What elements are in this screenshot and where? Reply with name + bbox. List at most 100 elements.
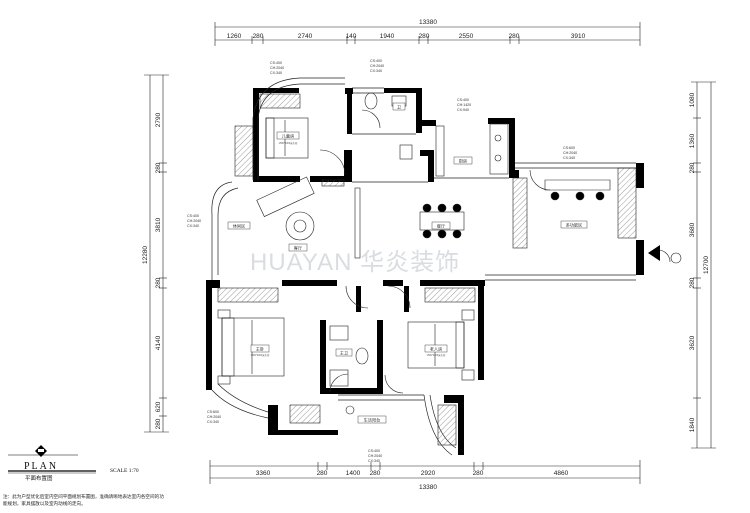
spec-line: CH:2040: [563, 151, 577, 155]
spec-line: CX:940: [457, 108, 469, 112]
dim-left-total: 12280: [142, 246, 149, 264]
room-label-living-right: 多功能区: [566, 222, 583, 229]
balcony-cabinet: [289, 404, 321, 424]
furniture: [217, 92, 671, 415]
spec-line: CX:340: [368, 459, 380, 463]
shelf: [321, 179, 345, 187]
dim-left-seg: 4140: [155, 335, 162, 350]
room-label-balcony: 生活阳台: [364, 417, 381, 424]
room-label-dining: 餐厅: [437, 223, 445, 230]
dim-right-seg: 3620: [689, 335, 696, 350]
dim-top-seg: 1260: [227, 33, 242, 40]
spec-line: CS:400: [370, 59, 382, 63]
cabinet-window: [234, 125, 254, 177]
spec-line: CX:340: [370, 69, 382, 73]
dim-top-seg: 280: [419, 33, 430, 40]
spec-line: CX:340: [207, 420, 219, 424]
spec-line: CH:2040: [207, 415, 221, 419]
spec-line: CS:400: [457, 98, 469, 102]
dim-right-seg: 280: [689, 277, 696, 288]
dim-top-segments: 1260 280 2740 140 1940 280 2550 280 3910: [227, 33, 586, 40]
dim-left-seg: 2790: [155, 112, 162, 127]
wardrobe-master: [217, 287, 279, 303]
dim-top-seg: 280: [253, 33, 264, 40]
notes: 注：此为户型优化后室内空间平面规划布置图，准确请晰地表达室内各空间的功 能规划，…: [3, 493, 164, 507]
room-label-bath-mid: 主卫: [340, 350, 348, 356]
furniture-labels: 1500*2000床头柜 1800*2000床头柜 1500*2000床头柜: [251, 141, 446, 357]
dim-left-seg: 280: [155, 162, 162, 173]
spec-line: CS:600: [207, 410, 219, 414]
spec-line: CX:340: [187, 224, 199, 228]
plan-legend: PLAN 平面布置图 SCALE 1:70: [8, 445, 139, 482]
room-label-living: 客厅: [294, 245, 302, 252]
watermark: HUAYAN 华炎装饰: [250, 249, 460, 276]
tv-cabinet: [354, 187, 361, 259]
spec-line: CX:340: [270, 71, 282, 75]
dim-bottom-total: 13380: [419, 484, 437, 491]
legend-title: PLAN: [24, 461, 58, 472]
note-line: 注：此为户型优化后室内空间平面规划布置图，准确请晰地表达室内各空间的功: [3, 493, 164, 500]
dim-right-seg: 1080: [689, 92, 696, 107]
legend-scale: SCALE 1:70: [110, 468, 139, 474]
dim-right-seg: 280: [689, 162, 696, 173]
spec-line: CS:400: [368, 449, 380, 453]
door-swing: [345, 285, 369, 309]
furniture-label: 1500*2000床头柜: [427, 353, 446, 357]
wardrobe-top: [259, 93, 301, 109]
room-label-kitchen: 厨房: [459, 158, 467, 165]
door-swing: [384, 374, 404, 394]
dim-bottom-seg: 4860: [554, 470, 569, 477]
dimension-right: [691, 81, 716, 449]
room-label-second: 老人房: [430, 346, 443, 353]
dim-right-seg: 1840: [689, 417, 696, 432]
spec-line: CS:400: [187, 214, 199, 218]
dim-top-seg: 140: [346, 33, 357, 40]
spec-line: CS:400: [270, 61, 282, 65]
spec-line: CX:340: [563, 156, 575, 160]
dimension-bottom: [209, 460, 641, 484]
dim-bottom-seg: 280: [473, 470, 484, 477]
dim-bottom-seg: 2920: [421, 470, 436, 477]
door-swing: [529, 169, 551, 191]
dim-right-total: 12700: [703, 256, 710, 274]
window-specs: CS:400 CH:2040 CX:340 CS:400 CH:2040 CX:…: [187, 59, 577, 463]
sofa: [256, 176, 315, 217]
dim-bottom-seg: 3360: [256, 470, 271, 477]
coffee-table: [285, 211, 315, 241]
room-label-study: 休闲区: [233, 223, 246, 230]
dim-top-seg: 1940: [380, 33, 395, 40]
legend-subtitle: 平面布置图: [25, 474, 53, 482]
spec-line: CH:2040: [368, 454, 382, 458]
dim-left-seg: 620: [155, 401, 162, 412]
spec-line: CH:1420: [457, 103, 471, 107]
room-labels: 儿童房 休闲区 客厅 餐厅 厨房 多功能区 主卧 老人房 卫 主卫 生活阳台: [227, 102, 588, 424]
dim-left-seg: 3810: [155, 217, 162, 232]
dim-bottom-seg: 280: [317, 470, 328, 477]
furniture-label: 1500*2000床头柜: [279, 141, 298, 145]
spec-line: CH:2040: [370, 64, 384, 68]
dim-top-total: 13380: [419, 19, 437, 26]
cabinet-dining: [512, 177, 528, 249]
dim-top-seg: 280: [509, 33, 520, 40]
furniture-label: 1800*2000床头柜: [251, 353, 270, 357]
spec-line: CH:2040: [187, 219, 201, 223]
room-label-bath-top: 卫: [397, 105, 401, 110]
door-swing: [361, 109, 381, 129]
door-swing: [387, 285, 411, 309]
dim-left-segments: 2790 280 3810 280 4140 620 280: [155, 112, 162, 429]
dim-top-seg: 2740: [298, 33, 313, 40]
dim-top-seg: 3910: [571, 33, 586, 40]
dimension-left: [144, 74, 169, 433]
dim-left-seg: 280: [155, 277, 162, 288]
dim-bottom-seg: 1400: [346, 470, 361, 477]
door-swing: [329, 373, 349, 393]
cabinets: [217, 93, 637, 446]
cabinet-right: [617, 167, 637, 239]
dim-bottom-seg: 280: [370, 470, 381, 477]
balcony-cabinet-right: [437, 404, 457, 446]
room-label-bedroom-top: 儿童房: [282, 133, 295, 140]
dim-right-seg: 3680: [689, 222, 696, 237]
compass-icon: [8, 445, 78, 457]
dim-right-seg: 1360: [689, 133, 696, 148]
door-swing: [319, 149, 346, 176]
